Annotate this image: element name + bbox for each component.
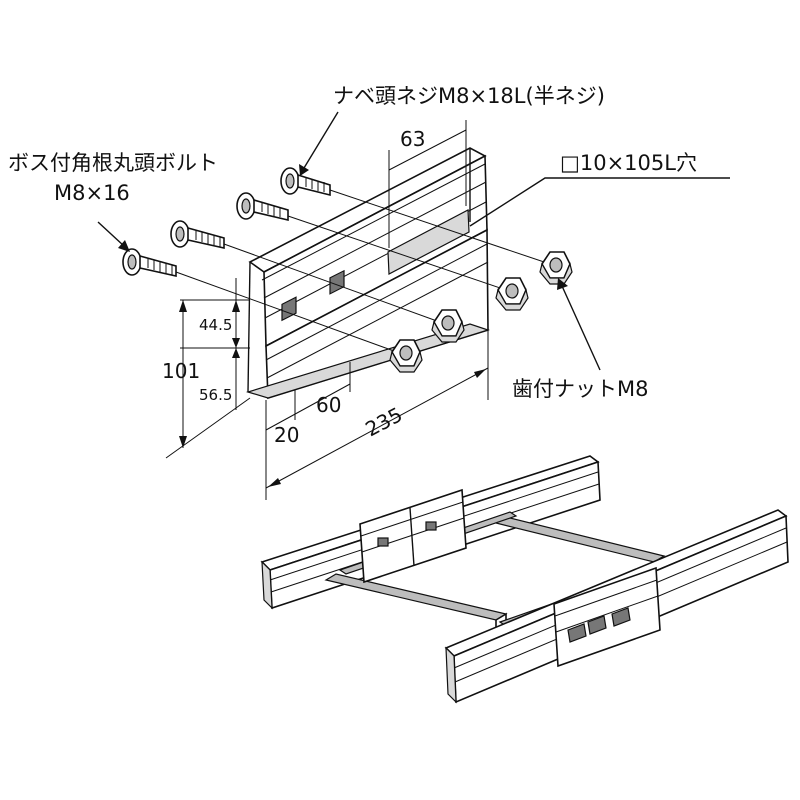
splice-plate-right — [553, 566, 661, 668]
splice-plate-assembly: ナベ頭ネジM8×18L(半ネジ) ボス付角根丸頭ボルト M8×16 □10×10… — [8, 84, 730, 500]
dimension-lines — [165, 120, 489, 500]
boss-bolt-2 — [170, 220, 225, 249]
serrated-nut-2 — [431, 309, 465, 343]
dim-60: 60 — [316, 393, 341, 417]
dim-235: 235 — [361, 402, 406, 441]
serrated-nut-4 — [539, 251, 573, 285]
square-hole-2 — [329, 269, 345, 295]
serrated-nut-3 — [495, 277, 529, 311]
label-slot-hole: □10×105L穴 — [560, 151, 697, 175]
boss-bolt-1 — [122, 248, 177, 277]
pan-head-screw-2 — [280, 167, 331, 197]
bolt-axis-lines — [175, 189, 557, 356]
label-serrated-nut: 歯付ナットM8 — [512, 377, 648, 401]
slot-hole — [387, 209, 470, 275]
dim-56-5: 56.5 — [199, 386, 232, 404]
dim-44-5: 44.5 — [199, 316, 232, 334]
label-boss-bolt-line2: M8×16 — [54, 181, 130, 205]
label-pan-head-screw: ナベ頭ネジM8×18L(半ネジ) — [333, 84, 605, 108]
leader-lines — [97, 111, 730, 371]
dim-63: 63 — [400, 127, 425, 151]
label-boss-bolt-line1: ボス付角根丸頭ボルト — [8, 151, 218, 175]
serrated-nut-1 — [389, 339, 423, 373]
cable-ladder-assembly — [260, 455, 789, 704]
pan-head-screw-1 — [236, 192, 289, 222]
dim-20: 20 — [274, 423, 299, 447]
dim-101: 101 — [162, 359, 200, 383]
splice-plate-left — [359, 488, 467, 584]
